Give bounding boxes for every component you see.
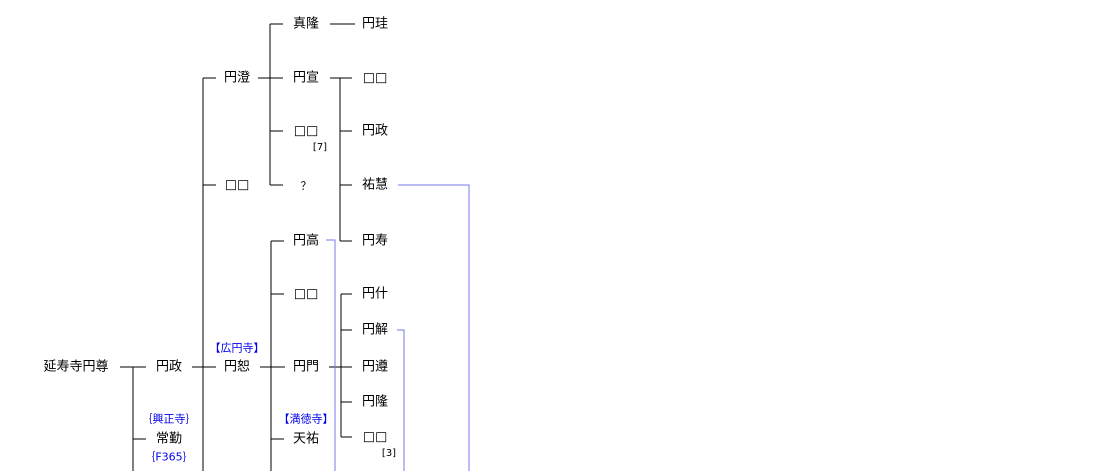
person-node[interactable]: □□ [293,123,319,139]
person-node[interactable]: 円寿 [361,233,389,249]
link-line [397,329,405,471]
person-node[interactable]: 円遵 [361,359,389,375]
note-marker: [7] [312,142,328,153]
person-node[interactable]: □□ [362,70,388,86]
person-node[interactable]: 円政 [361,123,389,139]
person-node[interactable]: 真隆 [292,16,320,32]
person-node[interactable]: 円宣 [292,70,320,86]
link-line [326,239,336,471]
person-node[interactable]: 円高 [292,233,320,249]
person-node[interactable]: 常勤 [155,431,183,447]
person-node[interactable]: 円門 [292,359,320,375]
link-line [398,184,470,471]
person-node[interactable]: 円解 [361,322,389,338]
reference-link[interactable]: ｛F365｝ [144,450,194,464]
person-node[interactable]: 円政 [155,359,183,375]
person-node[interactable]: □□ [362,429,388,445]
temple-label: 【満徳寺】 [278,412,334,426]
person-node[interactable]: □□ [224,177,250,193]
person-node[interactable]: 祐慧 [361,177,389,193]
temple-label: 【広円寺】 [209,341,265,355]
temple-label: ｛興正寺｝ [141,412,197,426]
person-node[interactable]: 円什 [361,286,389,302]
person-node[interactable]: □□ [293,286,319,302]
person-node[interactable]: 天祐 [292,431,320,447]
person-node[interactable]: 円恕 [223,359,251,375]
person-node[interactable]: 円珪 [361,16,389,32]
person-node[interactable]: 円隆 [361,394,389,410]
person-node[interactable]: 延寿寺円尊 [43,359,109,375]
person-node[interactable]: 円澄 [223,70,251,86]
person-node: ？ [300,179,312,193]
note-marker: [3] [381,448,397,459]
